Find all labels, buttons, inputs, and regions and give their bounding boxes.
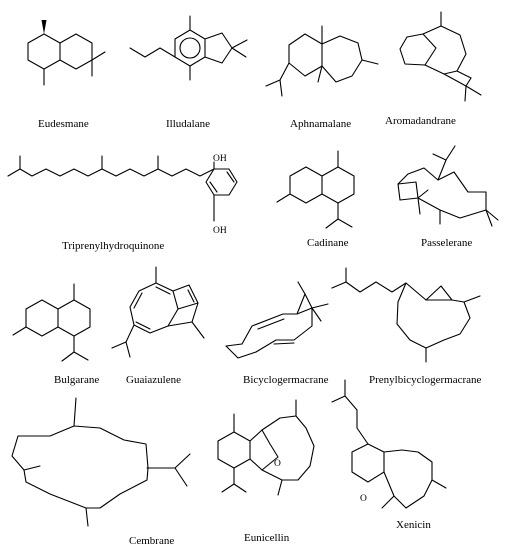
illudalane-label: Illudalane [166,118,210,130]
cembrane-structure [11,397,191,527]
cadinane-structure [276,150,355,229]
cadinane-label: Cadinane [307,237,349,249]
xenicin-label: Xenicin [396,519,431,531]
xenicin-structure [331,379,447,509]
xenicin-oxygen-label: O [360,494,367,504]
eunicellin-oxygen-label: O [274,459,281,469]
bulgarane-structure [12,283,91,362]
guaiazulene-label: Guaiazulene [126,374,181,386]
cembrane-label: Cembrane [129,535,174,547]
aromadandrane-structure [399,11,482,102]
bicyclogermacrane-structure [225,281,329,359]
passelerane-structure [397,145,499,227]
triprenylhydroquinone-label: Triprenylhydroquinone [62,240,164,252]
hydroxyl-top-label: OH [213,154,227,164]
eunicellin-structure [217,399,315,496]
guaiazulene-structure [111,266,205,358]
passelerane-label: Passelerane [421,237,472,249]
eudesmane-label: Eudesmane [38,118,89,130]
eunicellin-label: Eunicellin [244,532,290,544]
eudesmane-structure [27,20,106,86]
aphnamalane-structure [265,25,379,97]
hydroxyl-bottom-label: OH [213,226,227,236]
illudalane-structure [129,15,248,81]
aphnamalane-label: Aphnamalane [290,118,351,130]
aromadandrane-label: Aromadandrane [385,115,456,127]
prenylbicyclogermacrane-label: Prenylbicyclogermacrane [369,374,482,386]
bicyclogermacrane-label: Bicyclogermacrane [243,374,329,386]
triprenylhydroquinone-structure [7,155,238,222]
bulgarane-label: Bulgarane [54,374,99,386]
prenylbicyclogermacrane-structure [331,267,481,363]
